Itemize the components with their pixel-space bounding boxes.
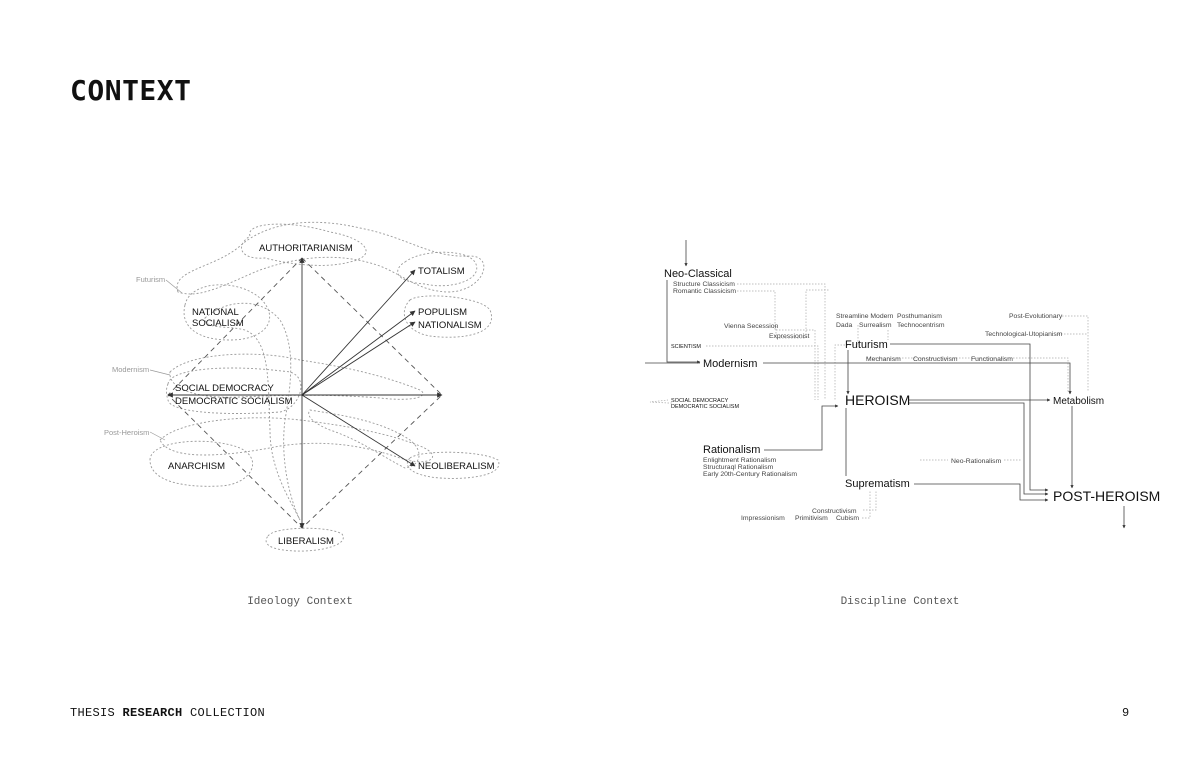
label-modernism: Modernism — [703, 358, 757, 370]
label-populism: POPULISM — [418, 307, 467, 318]
label-liberalism: LIBERALISM — [278, 536, 334, 547]
liberalism-blob — [265, 527, 344, 552]
label-rationalism: Rationalism — [703, 444, 760, 456]
neo-classical-to-modernism — [666, 280, 701, 364]
impressionism-dotted — [862, 490, 871, 519]
label-scientism: SCIENTISM — [671, 344, 701, 350]
modernism-to-metabolism — [763, 362, 1072, 395]
totalism-blob — [397, 251, 478, 287]
label-post-heroism: POST-HEROISM — [1053, 488, 1160, 504]
label-neo-classical: Neo-Classical — [664, 268, 732, 280]
neoliberalism-blob — [406, 451, 500, 479]
label-authoritarianism: AUTHORITARIANISM — [259, 243, 353, 254]
page-number: 9 — [1122, 706, 1130, 720]
page-title: CONTEXT — [70, 74, 192, 107]
footer-suffix: COLLECTION — [182, 706, 266, 720]
label-totalism: TOTALISM — [418, 266, 465, 277]
arrow-nationalism — [301, 321, 416, 396]
label-primitivism: Primitivism — [795, 515, 828, 522]
label-constructivism-2: Constructivism — [812, 508, 857, 515]
label-surrealism: Surrealism — [859, 322, 892, 329]
discipline-diagram: Neo-Classical Modernism Futurism HEROISM… — [645, 240, 1160, 529]
label-futurism: Futurism — [845, 339, 888, 351]
label-futurism-side: Futurism — [136, 275, 165, 284]
label-social-democracy-small: SOCIAL DEMOCRACY — [671, 398, 729, 404]
discipline-caption: Discipline Context — [840, 596, 960, 608]
label-national: NATIONAL — [192, 307, 239, 318]
label-anarchism: ANARCHISM — [168, 461, 225, 472]
constructivism-dotted — [863, 490, 877, 511]
futurism-loop — [176, 221, 485, 295]
populism-blob — [404, 295, 493, 338]
social-democracy-blob — [166, 367, 302, 414]
footer-title: THESIS RESEARCH COLLECTION — [70, 706, 265, 720]
classicism-dotted — [737, 283, 826, 400]
label-modernism-side: Modernism — [112, 365, 149, 374]
label-enlightenment-rationalism: Enlightment Rationalism — [703, 457, 777, 464]
romantic-dotted — [737, 290, 816, 400]
label-heroism: HEROISM — [845, 392, 910, 408]
label-dada: Dada — [836, 322, 852, 329]
label-socialism: SOCIALISM — [192, 318, 244, 329]
ideology-diagram: AUTHORITARIANISM TOTALISM NATIONAL SOCIA… — [104, 221, 500, 552]
label-technological-utopianism: Technological-Utopianism — [985, 331, 1063, 338]
suprematism-to-post-heroism — [914, 483, 1049, 502]
scientism-dotted — [706, 345, 819, 400]
social-dem-dotted — [649, 399, 672, 404]
streamline-dotted — [834, 325, 859, 400]
arrow-neoliberalism — [301, 394, 416, 467]
arrow-totalism — [301, 269, 416, 396]
post-heroism-loop — [159, 417, 434, 463]
label-technocentrism: Technocentrism — [897, 322, 945, 329]
label-romantic-classicism: Romantic Classicism — [673, 288, 736, 295]
modernism-leader — [149, 369, 171, 376]
label-early-rationalism: Early 20th-Century Rationalism — [703, 471, 797, 478]
label-impressionism: Impressionism — [741, 515, 785, 522]
mechanism-dotted — [866, 357, 1069, 392]
label-functionalism: Functionalism — [971, 356, 1013, 363]
label-constructivism: Constructivism — [913, 356, 958, 363]
footer-prefix: THESIS — [70, 706, 123, 720]
neoliberal-loop — [308, 409, 420, 469]
heroism-to-post-heroism — [908, 402, 1049, 496]
anarchism-blob — [149, 440, 253, 487]
post-evol-dotted — [1062, 315, 1089, 392]
label-post-heroism-side: Post-Heroism — [104, 428, 149, 437]
label-nationalism: NATIONALISM — [418, 320, 482, 331]
label-streamline-modern: Streamline Modern — [836, 313, 894, 320]
label-neoliberalism: NEOLIBERALISM — [418, 461, 495, 472]
label-social-democracy: SOCIAL DEMOCRACY — [175, 383, 275, 394]
national-socialism-blob — [183, 284, 271, 341]
label-structural-rationalism: Structuraql Rationalism — [703, 464, 774, 471]
label-democratic-socialism: DEMOCRATIC SOCIALISM — [175, 396, 293, 407]
label-structure-classicism: Structure Classicism — [673, 281, 735, 288]
futurism-to-post-heroism — [890, 343, 1049, 492]
rationalism-to-heroism — [764, 404, 839, 451]
label-democratic-socialism-small: DEMOCRATIC SOCIALISM — [671, 404, 739, 410]
label-posthumanism: Posthumanism — [897, 313, 942, 320]
label-suprematism: Suprematism — [845, 478, 910, 490]
ideology-caption: Ideology Context — [247, 596, 353, 608]
label-mechanism: Mechanism — [866, 356, 901, 363]
label-vienna-secession: Vienna Secession — [724, 323, 779, 330]
futurism-leader — [165, 279, 183, 294]
label-cubism: Cubism — [836, 515, 859, 522]
national-socialism-loop — [204, 302, 301, 521]
post-heroism-leader — [149, 431, 166, 441]
arrow-populism — [301, 310, 416, 396]
label-post-evolutionary: Post-Evolutionary — [1009, 313, 1063, 320]
footer-bold: RESEARCH — [122, 706, 183, 720]
secession-dotted — [775, 289, 830, 339]
authoritarianism-blob — [241, 223, 367, 266]
label-metabolism: Metabolism — [1053, 396, 1104, 407]
label-neo-rationalism: Neo-Rationalism — [951, 458, 1002, 465]
label-expressionist: Expressionist — [769, 333, 810, 340]
